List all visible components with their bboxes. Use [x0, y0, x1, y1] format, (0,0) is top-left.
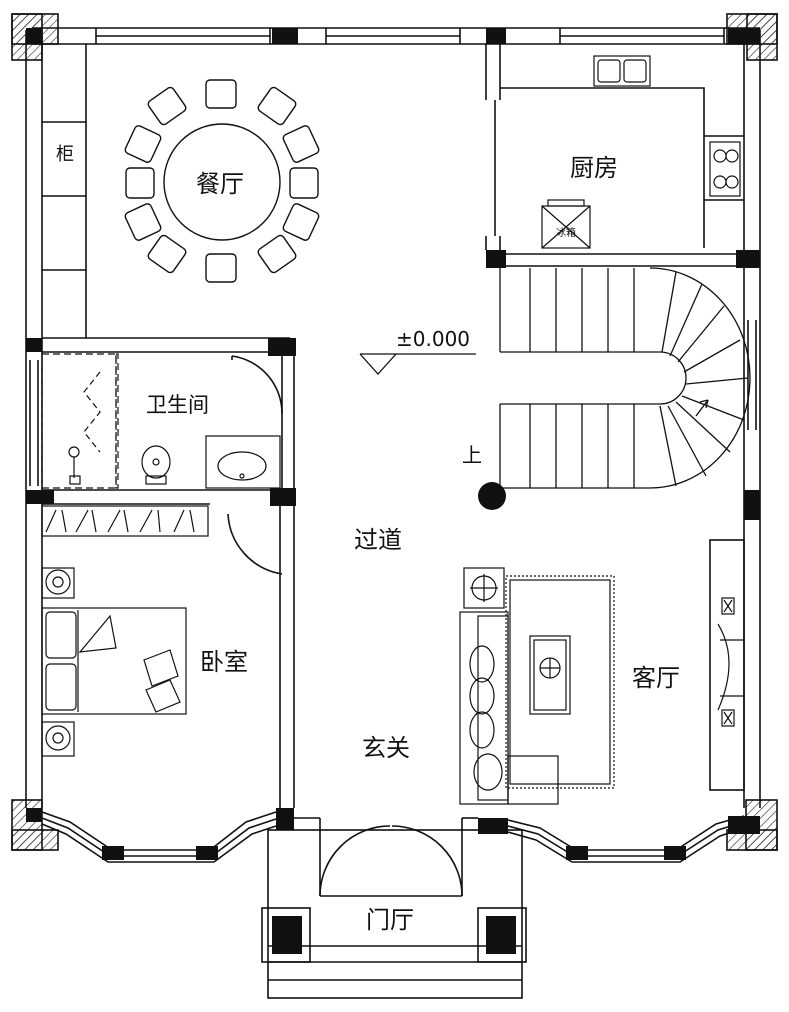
dining-chairs — [124, 79, 320, 283]
outer-walls — [25, 27, 761, 808]
bay-window-right — [507, 815, 745, 863]
nightstand-lamp-icon — [45, 569, 71, 595]
wardrobe — [41, 505, 209, 537]
room-label-corridor: 过道 — [354, 526, 402, 554]
stove-icon — [709, 141, 741, 197]
living-furniture — [459, 567, 744, 805]
cabinet — [42, 44, 87, 338]
shower-icon — [68, 446, 81, 485]
staircase — [499, 267, 751, 489]
fridge-label: 冰箱 — [556, 226, 576, 239]
bed — [41, 567, 187, 757]
top-windows — [95, 28, 725, 44]
stairs-up-label: 上 — [462, 443, 482, 467]
elevation-label: ±0.000 — [396, 327, 470, 351]
bay-window-left — [41, 811, 277, 863]
coffee-table — [529, 635, 571, 715]
sofa — [459, 611, 559, 805]
washbasin-icon — [205, 435, 281, 489]
cabinet-label: 柜 — [56, 144, 74, 165]
sink-icon — [593, 55, 651, 87]
bathroom-fixtures — [41, 353, 281, 537]
elevation-marker — [359, 353, 476, 375]
kitchen-fixtures — [541, 55, 741, 249]
room-label-kitchen: 厨房 — [570, 154, 618, 182]
room-label-foyer: 玄关 — [362, 734, 410, 762]
fridge-icon — [541, 199, 591, 249]
room-label-bathroom: 卫生间 — [146, 393, 209, 417]
room-label-entrance: 门厅 — [366, 906, 414, 934]
room-label-dining: 餐厅 — [196, 170, 244, 198]
room-label-living: 客厅 — [632, 664, 680, 692]
stair-start-dot — [478, 482, 506, 510]
stair-arrow-icon — [695, 399, 709, 417]
room-label-bedroom: 卧室 — [200, 648, 248, 676]
toilet-icon — [141, 445, 171, 485]
tv-icon — [717, 597, 744, 727]
stair-treads — [529, 268, 749, 488]
dining-table — [124, 79, 320, 283]
